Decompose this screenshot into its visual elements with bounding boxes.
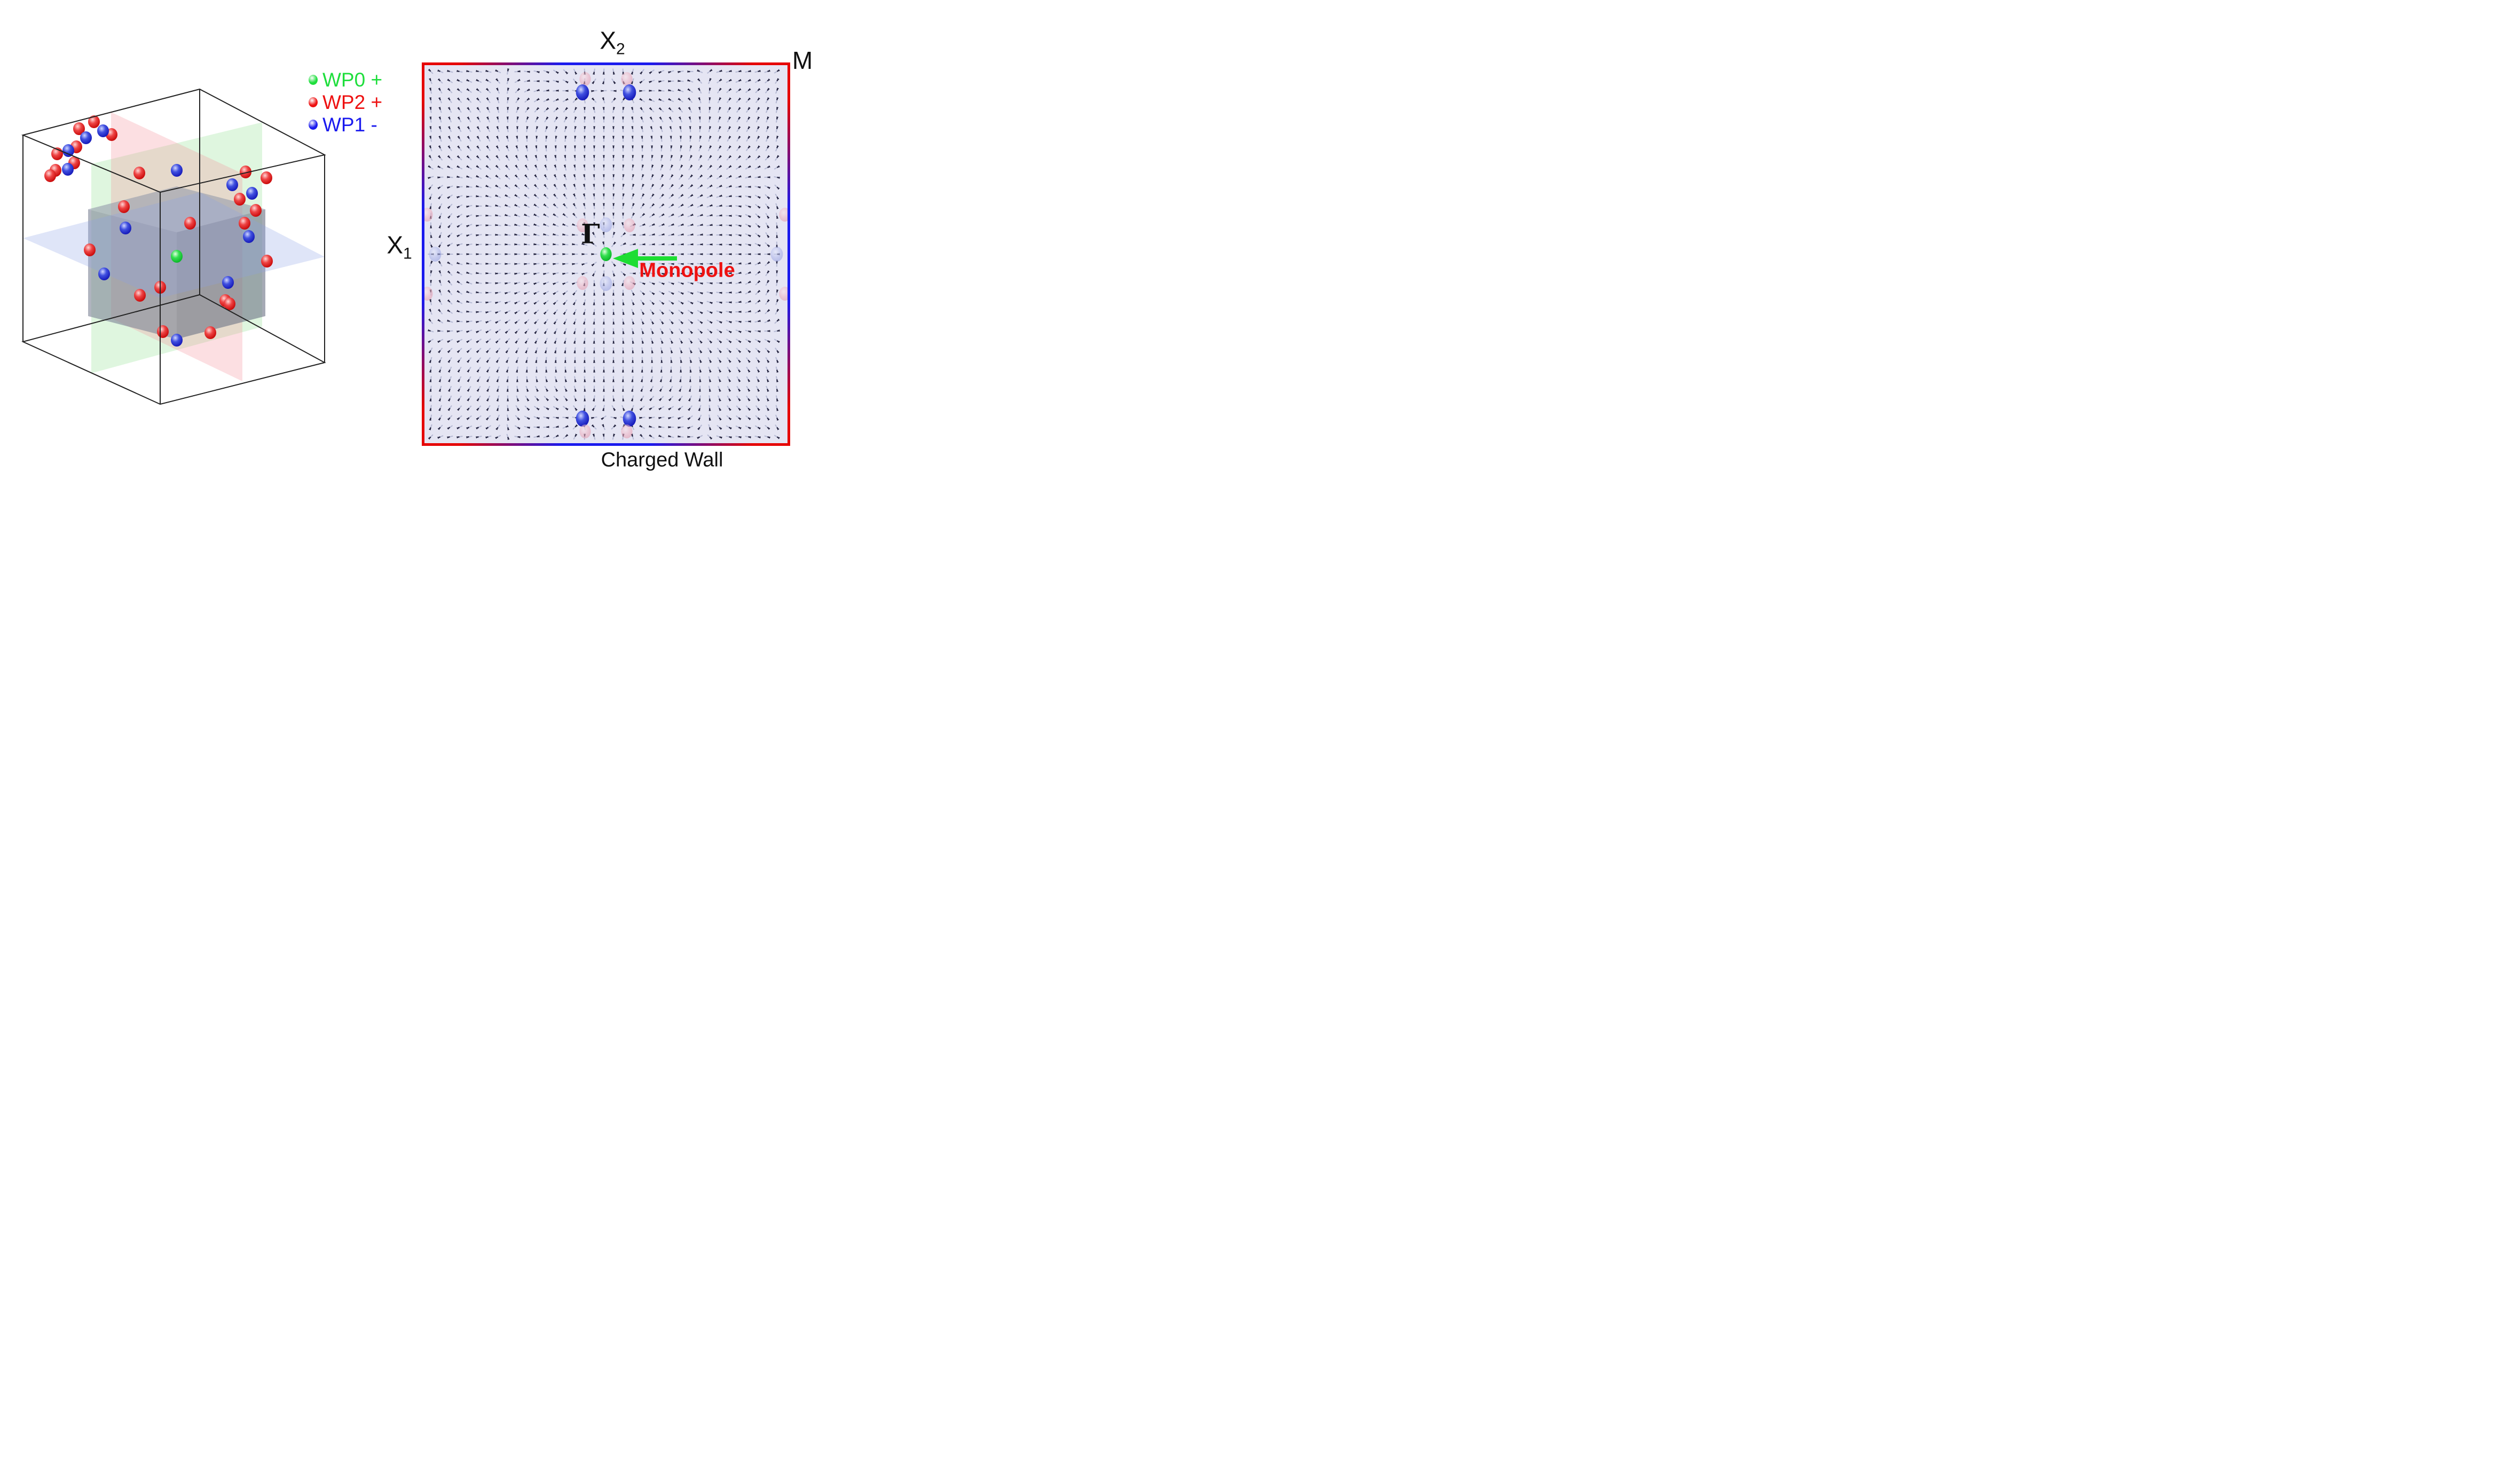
- label-x1: X1: [387, 231, 412, 263]
- projected-weyl-points: [424, 72, 788, 438]
- wall-border-top: [422, 62, 790, 65]
- projected-pink_faded-point: [624, 218, 635, 232]
- blue-weyl-sphere: [222, 276, 234, 289]
- legend-label-wp0: WP0 +: [322, 68, 383, 91]
- legend-item-wp1: WP1 -: [309, 113, 382, 136]
- projected-blue_faded-point: [600, 276, 612, 291]
- red-weyl-sphere: [157, 325, 169, 338]
- blue-weyl-sphere: [120, 222, 131, 234]
- projected-blue_solid-point: [623, 411, 636, 427]
- blue-weyl-sphere: [226, 178, 238, 191]
- projected-pink_faded-point: [779, 208, 788, 222]
- legend-item-wp0: WP0 +: [309, 68, 382, 91]
- blue-weyl-sphere: [243, 230, 255, 243]
- label-m: M: [792, 46, 813, 74]
- legend-label-wp2: WP2 +: [322, 91, 383, 113]
- projected-blue_faded-point: [429, 247, 442, 262]
- legend-item-wp2: WP2 +: [309, 91, 382, 113]
- wall-border-right: [788, 62, 790, 446]
- figure-page: WP0 + WP2 + WP1 -: [0, 0, 840, 493]
- red-weyl-sphere: [88, 115, 100, 128]
- label-x2: X2: [600, 26, 625, 58]
- blue-weyl-sphere: [246, 187, 258, 200]
- blue-weyl-sphere: [98, 268, 110, 280]
- red-weyl-sphere: [224, 297, 235, 310]
- red-weyl-sphere: [134, 289, 146, 302]
- projected-blue_solid-point: [576, 411, 589, 427]
- blue-weyl-sphere: [171, 334, 183, 347]
- red-weyl-sphere: [44, 169, 56, 182]
- projected-pink_faded-point: [624, 276, 635, 290]
- projected-pink_faded-point: [621, 72, 633, 86]
- label-charged-wall: Charged Wall: [601, 449, 723, 471]
- projected-pink_faded-point: [577, 218, 588, 232]
- red-weyl-sphere: [204, 326, 216, 339]
- projected-pink_faded-point: [579, 424, 591, 438]
- charged-wall-plot: [422, 62, 790, 446]
- green-weyl-sphere: [171, 250, 183, 263]
- wp0-dot-icon: [309, 74, 318, 85]
- red-weyl-sphere: [261, 255, 273, 268]
- projected-pink_faded-point: [577, 276, 588, 290]
- projected-green_solid-point: [600, 247, 612, 261]
- red-weyl-sphere: [118, 200, 130, 213]
- legend-label-wp1: WP1 -: [322, 113, 377, 136]
- projected-pink_faded-point: [424, 287, 433, 301]
- projected-pink_faded-point: [424, 208, 433, 222]
- red-weyl-sphere: [234, 193, 246, 206]
- red-weyl-sphere: [239, 217, 250, 230]
- projected-pink_faded-point: [621, 424, 633, 438]
- projected-blue_solid-point: [576, 84, 589, 100]
- red-weyl-sphere: [73, 122, 85, 135]
- red-weyl-sphere: [240, 166, 251, 178]
- projected-blue_solid-point: [623, 84, 636, 100]
- berry-curvature-field: [424, 65, 788, 443]
- legend: WP0 + WP2 + WP1 -: [309, 68, 382, 136]
- wall-border-left: [422, 62, 424, 446]
- wp2-dot-icon: [309, 97, 318, 107]
- red-weyl-sphere: [261, 171, 272, 184]
- projected-blue_faded-point: [770, 247, 783, 262]
- red-weyl-sphere: [84, 243, 96, 256]
- projected-pink_faded-point: [579, 72, 591, 86]
- blue-weyl-sphere: [171, 164, 183, 177]
- wp1-dot-icon: [309, 119, 318, 130]
- cube-wireframe: [21, 88, 326, 405]
- wall-border-bottom: [422, 443, 790, 446]
- label-gamma: Γ: [581, 218, 600, 250]
- monopole-arrow: [613, 249, 677, 268]
- mirror-plane-blue: [23, 192, 325, 298]
- blue-weyl-sphere: [62, 163, 74, 176]
- projected-pink_faded-point: [779, 287, 788, 301]
- projected-blue_faded-point: [600, 217, 612, 232]
- blue-weyl-sphere: [62, 144, 74, 157]
- brillouin-cube-diagram: [21, 88, 326, 405]
- label-monopole: Monopole: [639, 259, 735, 282]
- blue-weyl-sphere: [80, 131, 92, 144]
- red-weyl-sphere: [133, 167, 145, 179]
- blue-weyl-sphere: [97, 124, 109, 137]
- red-weyl-sphere: [250, 204, 262, 217]
- red-weyl-sphere: [184, 217, 196, 230]
